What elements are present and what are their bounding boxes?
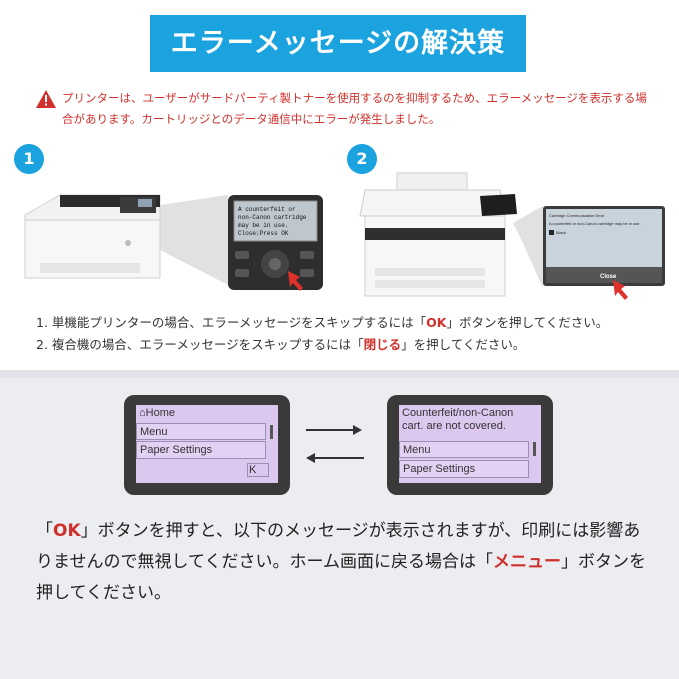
arrow-right-icon (353, 425, 362, 435)
bottom-instruction: 「OK」ボタンを押すと、以下のメッセージが表示されますが、印刷には影響ありません… (36, 521, 646, 603)
screen-home-display: ⌂Home Menu Paper Settings K (136, 405, 278, 483)
single-function-printer-illustration: A counterfeit or non-Canon cartridge may… (24, 194, 323, 291)
step-1-badge: 1 (14, 144, 44, 174)
screen-home: ⌂Home Menu Paper Settings K (124, 395, 290, 495)
scrollbar[interactable] (533, 442, 536, 456)
warning-icon (36, 90, 56, 108)
notes: 1. 単機能プリンターの場合、エラーメッセージをスキップするには「OK」ボタンを… (36, 312, 608, 356)
mfp-close-label: Close (600, 274, 617, 280)
scrollbar[interactable] (270, 425, 273, 439)
lcd-line-3: may be in use. (238, 222, 288, 229)
pointer-arrow-icon (613, 280, 628, 300)
ok-button[interactable]: K (247, 463, 269, 477)
multi-function-printer-illustration: Cartridge Communication Error A counterf… (359, 172, 665, 300)
paper-settings-item[interactable]: Paper Settings (399, 460, 529, 478)
note-1: 1. 単機能プリンターの場合、エラーメッセージをスキップするには「OK」ボタンを… (36, 315, 609, 330)
menu-item[interactable]: Menu (399, 441, 529, 458)
section-divider (0, 370, 679, 378)
paper-settings-item[interactable]: Paper Settings (136, 441, 266, 459)
pointer-arrow-icon (288, 271, 303, 291)
home-icon: ⌂ (139, 407, 146, 419)
lcd-line-2: non-Canon cartridge (238, 214, 307, 221)
error-message: Counterfeit/non-Canon cart. are not cove… (402, 407, 514, 432)
mfp-screen-message: A counterfeit or non-Canon cartridge may… (549, 221, 641, 226)
mfp-close-button[interactable] (546, 267, 662, 283)
page-title: エラーメッセージの解決策 (150, 15, 526, 72)
step-2-badge: 2 (347, 144, 377, 174)
screen-error: Counterfeit/non-Canon cart. are not cove… (387, 395, 553, 495)
lcd-line-4: Close:Press OK (238, 230, 289, 237)
switch-arrows (306, 425, 364, 463)
note-2: 2. 複合機の場合、エラーメッセージをスキップするには「閉じる」を押してください… (36, 337, 526, 352)
mfp-screen-title: Cartridge Communication Error (549, 213, 605, 218)
warning-text: プリンターは、ユーザーがサードパーティ製トナーを使用するのを抑制するため、エラー… (62, 91, 647, 126)
mfp-screen-item: Black (556, 230, 566, 235)
arrow-left-icon (306, 453, 315, 463)
screen-error-display: Counterfeit/non-Canon cart. are not cove… (399, 405, 541, 483)
lcd-line-1: A counterfeit or (238, 206, 296, 213)
menu-item[interactable]: Menu (136, 423, 266, 440)
home-row: ⌂Home (139, 407, 175, 419)
